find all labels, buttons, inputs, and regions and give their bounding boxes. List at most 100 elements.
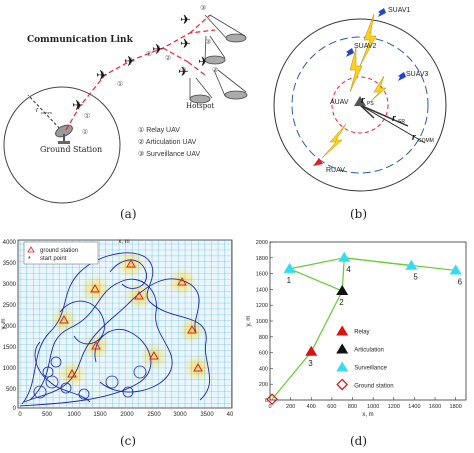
star-icon: * [28,256,31,263]
y-tick-label: 1600 [256,272,268,278]
r-sr-sub: SR [398,119,405,125]
uav-legend: ① Relay UAV ② Articulation UAV ③ Surveil… [138,126,201,158]
panel-label-a: (a) [120,207,137,221]
point-label: 1 [287,276,292,285]
r-ps-sub: PS [367,101,374,107]
x-tick: 2000 [120,412,134,418]
surveillance-uav-icon-4: ✈ [198,54,209,69]
legend-start-point: start point [40,256,67,262]
link-line [344,257,456,272]
legend-relay: ① Relay UAV [138,126,180,134]
ground-station-label: Ground Station [40,145,102,154]
sr-circle [291,36,429,174]
relay-uav-icon: ✈ [72,97,84,113]
auav-label: AUAV [330,99,349,106]
suav1-label: SUAV1 [388,7,411,14]
x-tick: 2500 [147,412,161,418]
x-tick-label: 1000 [367,404,379,410]
num-marker: ② [165,54,171,62]
point-marker [266,393,278,406]
auav-icon [354,96,366,106]
radius-line [27,94,64,133]
surveillance-uav-icon-2: ✈ [180,36,191,51]
y-tick-label: 0 [265,398,268,404]
x-tick-label: 800 [348,404,357,410]
point-marker [449,264,462,275]
point-label: 6 [458,277,463,286]
link-line [271,351,312,400]
y-tick-label: 1800 [256,256,268,262]
c-ylabel: y, m [1,319,7,330]
comm-range-circle [3,86,121,204]
y-tick: 0 [13,406,17,412]
suav3-icon [398,72,406,81]
link-line [289,257,345,270]
y-tick-label: 800 [259,335,268,341]
x-tick: 3000 [173,412,187,418]
num-marker: ① [84,112,90,120]
panel-label-d: (d) [350,434,368,448]
ps-circle [331,76,389,134]
chart-d-plot-area [269,241,467,401]
point-label: 5 [413,273,418,282]
ground-station-markers [59,258,203,378]
relay-uav-icon-2: ✈ [96,67,108,83]
chart-d-ylabel: y, m [246,316,252,327]
y-tick: 2500 [3,303,17,309]
legend-marker [336,361,349,372]
ruav-icon [313,158,323,166]
x-tick-label: 1800 [450,404,462,410]
point-label: 4 [346,265,351,274]
comm-link-label: Communication Link [27,35,134,45]
y-tick: 3000 [3,282,17,288]
x-tick: 1000 [67,412,81,418]
suav2-icon [346,48,354,57]
point-marker [305,345,318,356]
y-tick-label: 200 [259,382,268,388]
y-tick-label: 400 [259,366,268,372]
y-tick-label: 600 [259,351,268,357]
lightning-icons [321,13,387,159]
x-tick-labels: 0 500 1000 1500 2000 2500 3000 3500 40 [18,412,234,418]
y-tick-label: 1000 [256,319,268,325]
radius-sub: comm [41,110,53,115]
y-tick: 2000 [3,324,17,330]
num-marker: ① [82,128,88,136]
legend-marker [336,343,349,354]
y-tick: 3500 [3,261,17,267]
legend-label: Relay [354,329,369,335]
point-label: 3 [308,359,313,368]
ruav-label: RUAV [326,167,345,174]
legend-marker [336,325,349,336]
r-comm-sub: COMM [418,138,434,144]
point-marker [338,251,351,262]
y-tick: 4000 [3,240,17,246]
c-xlabel: x, m [118,239,129,245]
num-marker: ③ [180,66,186,74]
x-tick: 500 [42,412,53,418]
panel-label-c: (c) [120,434,137,448]
plot-c-legend: ground station * start point [23,241,99,265]
link-line [341,257,345,292]
loiter-loops [33,356,147,400]
legend-ground-station: ground station [40,248,78,254]
radius-label: r [36,107,39,114]
r-ps-label: r [361,95,365,105]
suav1-icon [378,8,386,17]
x-tick-label: 1600 [429,404,441,410]
point-label: 2 [339,298,344,307]
x-tick-label: 200 [286,404,295,410]
panel-a-diagram: r comm Ground Station Communication Link… [3,4,248,204]
legend-articulation: ② Articulation UAV [138,138,197,146]
num-marker: ① [117,80,123,88]
ground-station-icon [55,124,73,144]
y-tick-labels: 4000 3500 3000 2500 2000 1500 1000 500 0 [3,240,17,412]
articulation-uav-icon-2: ✈ [152,41,164,57]
suav2-label: SUAV2 [354,43,377,50]
surveillance-uav-icon-3: ✈ [178,64,189,79]
y-tick-label: 2000 [256,240,268,246]
point-marker [283,262,296,273]
r-sr-label: r [392,113,396,123]
link-line [289,268,343,292]
y-tick: 1000 [3,366,17,372]
